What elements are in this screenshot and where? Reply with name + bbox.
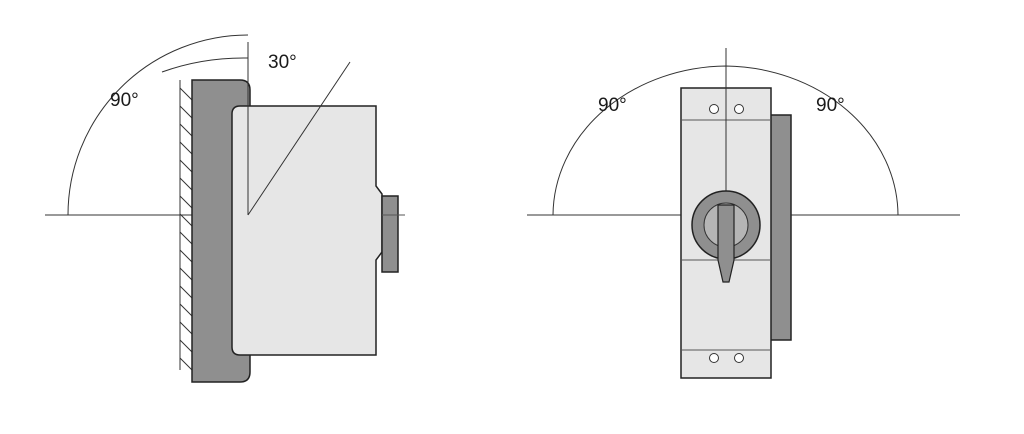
tilt-arc bbox=[161, 57, 249, 73]
swing-angle-label: 90° bbox=[110, 90, 139, 111]
front-view: 90° 90° bbox=[527, 48, 960, 379]
left-angle-label: 90° bbox=[598, 95, 627, 116]
screw-hole-bottom-right bbox=[734, 353, 744, 363]
swing-arc bbox=[67, 34, 249, 216]
tilt-line bbox=[247, 61, 351, 216]
screw-hole-bottom-left bbox=[709, 353, 719, 363]
right-angle-label: 90° bbox=[816, 95, 845, 116]
wall-hatching bbox=[179, 80, 193, 371]
rotary-lever bbox=[717, 204, 735, 283]
mounting-plate-edge bbox=[769, 114, 792, 341]
enclosure-side bbox=[231, 105, 383, 356]
screw-hole-top-left bbox=[709, 104, 719, 114]
screw-hole-top-right bbox=[734, 104, 744, 114]
tilt-angle-label: 30° bbox=[268, 52, 297, 73]
handle-side bbox=[381, 195, 399, 273]
side-view: 30° 90° bbox=[45, 34, 405, 383]
